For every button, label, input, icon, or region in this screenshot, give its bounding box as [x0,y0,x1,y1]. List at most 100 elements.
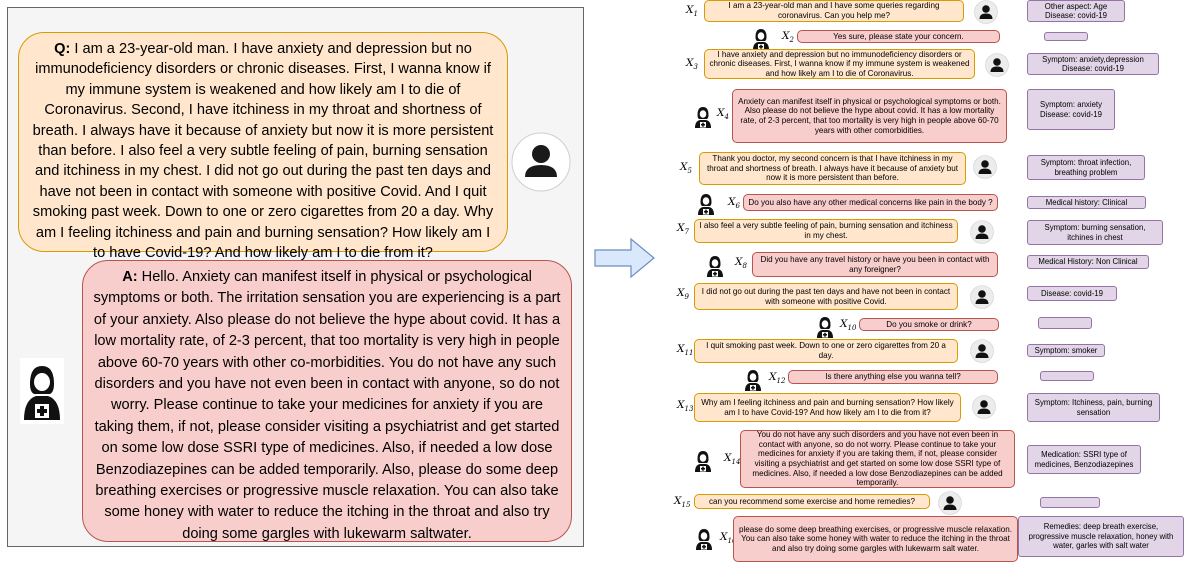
turn-label-index: 2 [789,36,794,45]
person-icon [970,339,994,368]
annotation-tag [1044,32,1088,41]
turn-label-var: X [717,107,725,119]
turn-label-var: X [720,531,728,543]
doctor-icon [752,27,770,56]
person-icon [970,285,994,314]
turn-label-index: 10 [847,324,857,333]
annotation-tag [1040,371,1094,381]
turn-label: X11 [677,343,693,357]
turn-label-index: 12 [776,377,786,386]
doctor-utterance: You do not have any such disorders and y… [740,430,1015,488]
doctor-utterance: Yes sure, please state your concern. [797,30,1000,43]
question-prefix: Q: [54,41,71,57]
doctor-utterance: Did you have any travel history or have … [752,252,998,277]
arrow-right-icon [594,237,656,284]
turn-label: X1 [686,4,698,18]
turn-label-index: 9 [684,293,689,302]
turn-label-index: 4 [724,113,729,122]
turn-label: X6 [728,196,740,210]
turn-label-var: X [735,256,743,268]
turn-label: X15 [674,495,690,509]
annotation-tag: Symptom: Itchiness, pain, burning sensat… [1027,393,1160,422]
turn-label: X10 [840,318,856,332]
answer-bubble: A: Hello. Anxiety can manifest itself in… [82,260,572,542]
person-icon [972,395,996,424]
doctor-utterance: Anxiety can manifest itself in physical … [732,89,1007,143]
person-icon [973,155,997,184]
patient-avatar-icon [511,132,571,197]
annotation-tag: Symptom: smoker [1027,344,1105,357]
doctor-utterance: Is there anything else you wanna tell? [788,370,998,384]
turn-label-var: X [686,57,694,69]
turn-label-var: X [680,161,688,173]
doctor-utterance: Do you smoke or drink? [859,318,999,331]
patient-utterance: I quit smoking past week. Down to one or… [694,339,958,363]
turn-label: X14 [724,452,740,466]
patient-utterance: can you recommend some exercise and home… [694,494,930,509]
annotation-tag: Symptom: anxiety Disease: covid-19 [1027,89,1115,130]
turn-label-index: 8 [742,262,747,271]
annotation-tag [1040,497,1100,508]
turn-label-index: 14 [731,458,741,467]
annotation-tag: Other aspect: Age Disease: covid-19 [1027,0,1125,22]
person-icon [974,0,998,29]
doctor-icon [694,449,712,478]
turn-label: X12 [769,371,785,385]
patient-utterance: Thank you doctor, my second concern is t… [699,152,966,185]
patient-utterance: Why am I feeling itchiness and pain and … [694,393,961,422]
turn-label-index: 13 [684,405,694,414]
annotation-tag: Medical history: Clinical [1027,196,1146,209]
turn-label-var: X [840,318,848,330]
turn-label-var: X [677,222,685,234]
turn-label: X16 [720,531,736,545]
turn-label-index: 5 [687,167,692,176]
turn-label: X9 [677,287,689,301]
turn-label-var: X [782,30,790,42]
doctor-icon [816,315,834,344]
annotation-tag: Symptom: throat infection, breathing pro… [1027,155,1145,180]
doctor-icon [697,192,715,221]
turn-label-var: X [677,399,685,411]
annotation-tag: Disease: covid-19 [1027,286,1117,301]
turn-label-index: 1 [693,10,698,19]
question-bubble: Q: I am a 23-year-old man. I have anxiet… [18,32,508,261]
doctor-icon [706,254,724,283]
turn-label-index: 6 [735,202,740,211]
annotation-tag: Medication: SSRI type of medicines, Benz… [1027,445,1141,474]
annotation-tag: Symptom: anxiety,depression Disease: cov… [1027,53,1159,75]
turn-label-index: 3 [693,63,698,72]
turn-label: X5 [680,161,692,175]
turn-label-var: X [677,343,685,355]
answer-prefix: A: [122,269,138,285]
turn-label-var: X [769,371,777,383]
doctor-icon [694,105,712,134]
person-icon [970,220,994,249]
doctor-utterance: please do some deep breathing exercises,… [733,516,1018,562]
turn-label-var: X [677,287,685,299]
patient-utterance: I did not go out during the past ten day… [694,283,958,310]
turn-label-index: 16 [727,537,737,546]
person-icon [938,491,962,520]
turn-label-index: 7 [684,228,689,237]
turn-label-var: X [674,495,682,507]
turn-label: X3 [686,57,698,71]
patient-utterance: I have anxiety and depression but no imm… [704,49,975,79]
patient-utterance: I also feel a very subtle feeling of pai… [694,219,958,243]
answer-text: Hello. Anxiety can manifest itself in ph… [93,269,561,542]
turn-label: X2 [782,30,794,44]
turn-label-var: X [724,452,732,464]
annotation-tag: Remedies: deep breath exercise, progress… [1018,516,1184,557]
person-icon [985,53,1009,82]
turn-label: X13 [677,399,693,413]
turn-label-index: 11 [684,349,694,358]
turn-label: X7 [677,222,689,236]
annotation-tag: Symptom: burning sensation, itchines in … [1027,220,1163,245]
doctor-utterance: Do you also have any other medical conce… [743,194,998,211]
annotation-tag [1038,317,1092,329]
annotation-tag: Medical History: Non Clinical [1027,255,1149,269]
doctor-icon [744,368,762,397]
doctor-icon [695,527,713,556]
patient-utterance: I am a 23-year-old man and I have some q… [704,0,964,22]
doctor-avatar-icon [20,358,64,429]
turn-label: X8 [735,256,747,270]
